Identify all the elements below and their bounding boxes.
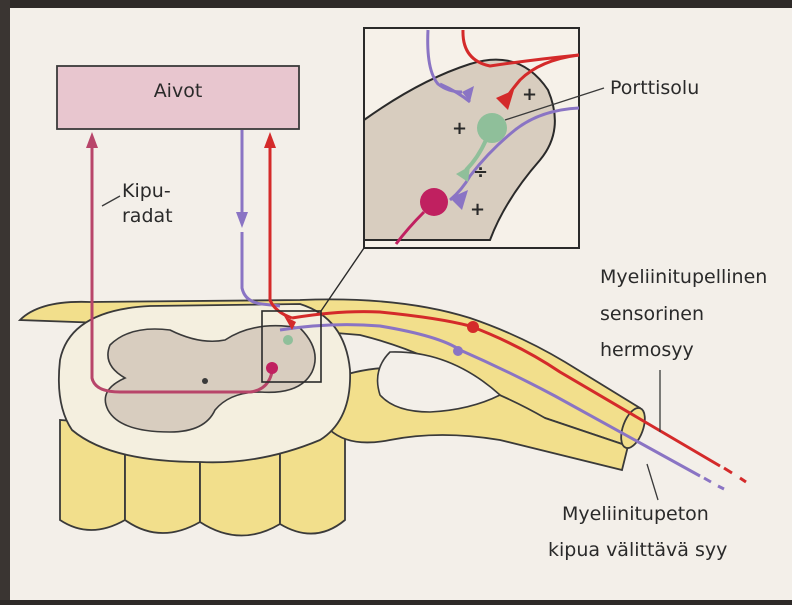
sign-divide: ÷ [473, 162, 488, 183]
inset-panel: + + ÷ + [364, 28, 579, 248]
sign-plus-left: + [452, 118, 467, 139]
sign-plus-bottom: + [470, 199, 485, 220]
sign-plus-top: + [522, 84, 537, 105]
pain-pathway-label-2: radat [122, 205, 173, 227]
myelinated-label-3: hermosyy [600, 339, 694, 361]
myelinated-label-2: sensorinen [600, 303, 704, 325]
purple-ganglion-cell [453, 346, 463, 356]
red-ganglion-cell [467, 321, 479, 333]
projection-neuron-small [266, 362, 278, 374]
central-canal [202, 378, 208, 384]
inset-gate-cell [477, 113, 507, 143]
page-edge [0, 0, 10, 600]
pain-pathway-label-1: Kipu- [122, 180, 171, 202]
myelinated-label-1: Myeliinitupellinen [600, 266, 767, 288]
gate-cell-small [283, 335, 293, 345]
unmyelinated-label-2: kipua välittävä syy [548, 539, 727, 561]
inset-projection-neuron [420, 188, 448, 216]
brain-label: Aivot [154, 80, 203, 102]
gate-cell-label: Porttisolu [610, 77, 699, 99]
unmyelinated-label-1: Myeliinitupeton [562, 503, 709, 525]
